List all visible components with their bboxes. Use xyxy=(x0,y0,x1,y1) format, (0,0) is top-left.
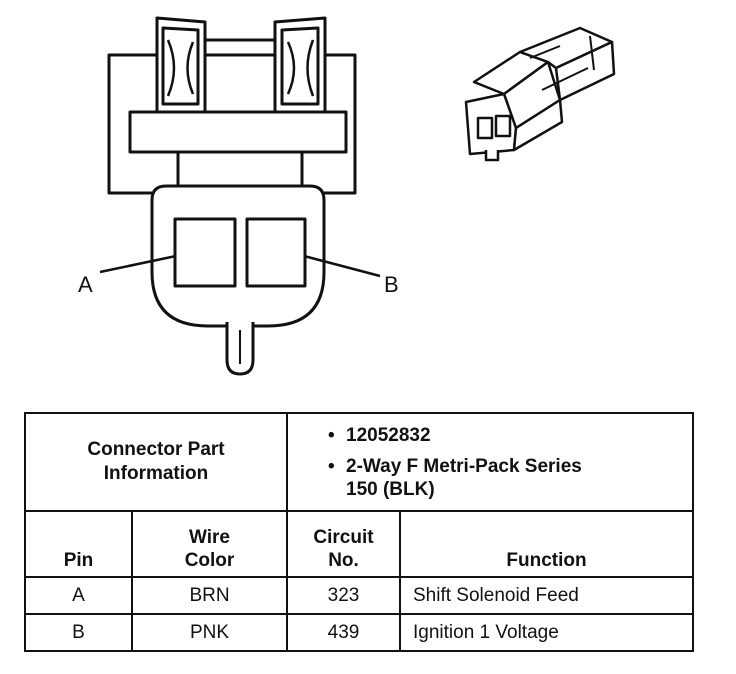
circuit-cell: 439 xyxy=(286,613,401,652)
pin-cell: A xyxy=(24,576,133,615)
table-row: A BRN 323 Shift Solenoid Feed xyxy=(24,576,694,615)
circuit-cell: 323 xyxy=(286,576,401,615)
connector-diagram: A B xyxy=(78,16,616,376)
cavity-a xyxy=(173,217,237,288)
connector-info-table: Connector Part Information •12052832 •2-… xyxy=(24,412,694,652)
table-row: B PNK 439 Ignition 1 Voltage xyxy=(24,613,694,652)
part-number-bullet: •12052832 xyxy=(328,424,431,446)
latch-clip-right xyxy=(273,16,327,114)
leader-line-b xyxy=(303,254,381,278)
pin-b-label: B xyxy=(384,272,399,297)
connector-part-info-heading: Connector Part Information xyxy=(24,412,288,512)
pin-cell: B xyxy=(24,613,133,652)
column-header-pin: Pin xyxy=(24,510,133,578)
wire-color-cell: BRN xyxy=(131,576,288,615)
wire-color-cell: PNK xyxy=(131,613,288,652)
connector-mid-plate xyxy=(128,110,348,154)
connector-isometric-view xyxy=(464,26,616,162)
column-header-function: Function xyxy=(399,510,694,578)
leader-line-a xyxy=(99,254,177,274)
latch-clip-left xyxy=(155,16,207,114)
cavity-b xyxy=(245,217,307,288)
pin-a-label: A xyxy=(78,272,93,297)
function-cell: Shift Solenoid Feed xyxy=(399,576,694,615)
function-cell: Ignition 1 Voltage xyxy=(399,613,694,652)
